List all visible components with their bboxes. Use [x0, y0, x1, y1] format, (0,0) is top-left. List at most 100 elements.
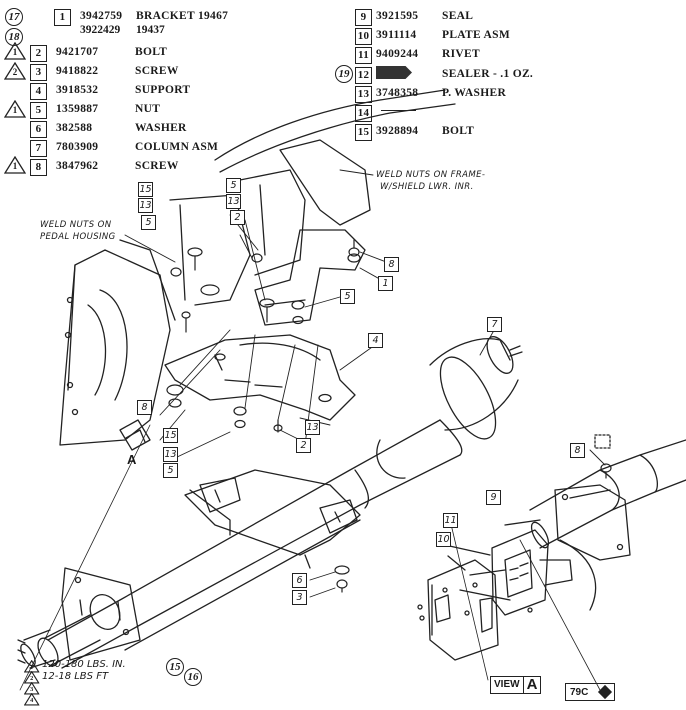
support-4 [164, 334, 356, 421]
callout-13: 13 [138, 198, 153, 213]
column-jacket [47, 336, 523, 669]
parts-row-7: 7 7803909 COLUMN ASM [30, 140, 310, 158]
note-circle-17: 17 [5, 8, 23, 26]
part-code: 3918532 [56, 84, 99, 96]
parts-row-8: 8 3847962 SCREW [30, 159, 310, 177]
part-code: 9409244 [376, 48, 419, 60]
column-clamp [184, 469, 361, 569]
parts-row-12: 12 SEALER - .1 OZ. [355, 66, 575, 85]
parts-row-3: 3 9418822 SCREW [30, 64, 310, 82]
pedal-housing [59, 239, 176, 446]
part-description: NUT [135, 103, 161, 115]
part-number-badge: 12 [355, 67, 372, 84]
alternate-part-code: 3922429 [80, 24, 121, 36]
part-code: 3921595 [376, 10, 419, 22]
callout-10: 10 [436, 532, 451, 547]
callout-13: 13 [163, 447, 178, 462]
part-number-badge: 6 [30, 121, 47, 138]
part-description: BRACKET 19467 [136, 10, 229, 22]
parts-row-13: 13 3748358 P. WASHER [355, 86, 575, 104]
part-code: 382588 [56, 122, 93, 134]
torque-triangle-1c: 1 [3, 155, 27, 174]
part-code: 3748358 [376, 87, 419, 99]
torque-note-1: 120-180 LBS. IN. [42, 659, 126, 670]
part-number-badge: 1 [54, 9, 71, 26]
callout-2: 2 [296, 438, 311, 453]
part-description: RIVET [442, 48, 480, 60]
section-marker-a: A [127, 452, 137, 467]
sealer-label-tag [376, 66, 412, 79]
part-description: BOLT [135, 46, 168, 58]
callout-5: 5 [141, 215, 156, 230]
part-description: SCREW [135, 160, 179, 172]
blank-entry-line [381, 110, 416, 111]
callout-8: 8 [384, 257, 399, 272]
triangle-label: 1 [12, 105, 18, 115]
callout-11: 11 [443, 513, 458, 528]
part-description: SEAL [442, 10, 474, 22]
part-code: 7803909 [56, 141, 99, 153]
callout-15: 15 [163, 428, 178, 443]
parts-row-2: 2 9421707 BOLT [30, 45, 310, 63]
section-a-arrow [119, 419, 151, 451]
callout-5: 5 [340, 289, 355, 304]
callout-1: 1 [378, 276, 393, 291]
callout-3: 3 [292, 590, 307, 605]
torque-triangle-1b: 1 [3, 99, 27, 118]
diamond-icon [597, 684, 613, 700]
part-code: 9421707 [56, 46, 99, 58]
parts-row-9: 9 3921595 SEAL [355, 9, 575, 27]
callout-2: 2 [230, 210, 245, 225]
part-number-badge: 7 [30, 140, 47, 157]
part-description: BOLT [442, 125, 475, 137]
part-number-badge: 8 [30, 159, 47, 176]
figure-reference-tag: 79C [565, 683, 615, 701]
triangle-label: 3 [30, 685, 34, 693]
callout-4: 4 [368, 333, 383, 348]
parts-row-10: 10 3911114 PLATE ASM [355, 28, 575, 46]
parts-row-5: 5 1359887 NUT [30, 102, 310, 120]
part-number-badge: 3 [30, 64, 47, 81]
part-number-badge: 2 [30, 45, 47, 62]
part-description: SEALER - .1 OZ. [442, 68, 534, 80]
triangle-label: 2 [12, 67, 18, 77]
column-lower-end [17, 567, 141, 669]
callout-8: 8 [137, 400, 152, 415]
callout-7: 7 [487, 317, 502, 332]
view-a-detail [417, 434, 686, 661]
part-number-badge: 10 [355, 28, 372, 45]
triangle-label: 1 [30, 663, 34, 671]
parts-row-15: 15 3928894 BOLT [355, 124, 575, 142]
part-code: 3928894 [376, 125, 419, 137]
torque-triangle-1: 1 [3, 41, 27, 60]
view-pointer [19, 424, 601, 691]
callout-5: 5 [226, 178, 241, 193]
torque-circle-15: 15 [166, 658, 184, 676]
part-description: SUPPORT [135, 84, 191, 96]
callout-15: 15 [138, 182, 153, 197]
triangle-label: 1 [12, 47, 18, 57]
part-number-badge: 14 [355, 105, 372, 122]
part-code: 3942759 [80, 10, 123, 22]
callout-13: 13 [226, 194, 241, 209]
callout-8: 8 [570, 443, 585, 458]
part-code: 1359887 [56, 103, 99, 115]
parts-row-6: 6 382588 WASHER [30, 121, 310, 139]
torque-triangle-note-4: 4 [23, 692, 40, 706]
view-word: VIEW [490, 676, 524, 694]
parts-row-11: 11 9409244 RIVET [355, 47, 575, 65]
torque-triangle-2: 2 [3, 61, 27, 80]
bracket-1 [254, 229, 366, 326]
note-circle-19: 19 [335, 65, 353, 83]
part-description: WASHER [135, 122, 187, 134]
weld-nuts-pedal-note-line1: WELD NUTS ON [40, 220, 112, 230]
parts-row-1: 1 3942759 BRACKET 19467 [54, 9, 314, 27]
weld-nuts-pedal-note-line2: PEDAL HOUSING [40, 232, 116, 242]
part-number-badge: 13 [355, 86, 372, 103]
alternate-part-description: 19437 [136, 24, 165, 36]
triangle-label: 1 [12, 161, 18, 171]
part-code: 3847962 [56, 160, 99, 172]
